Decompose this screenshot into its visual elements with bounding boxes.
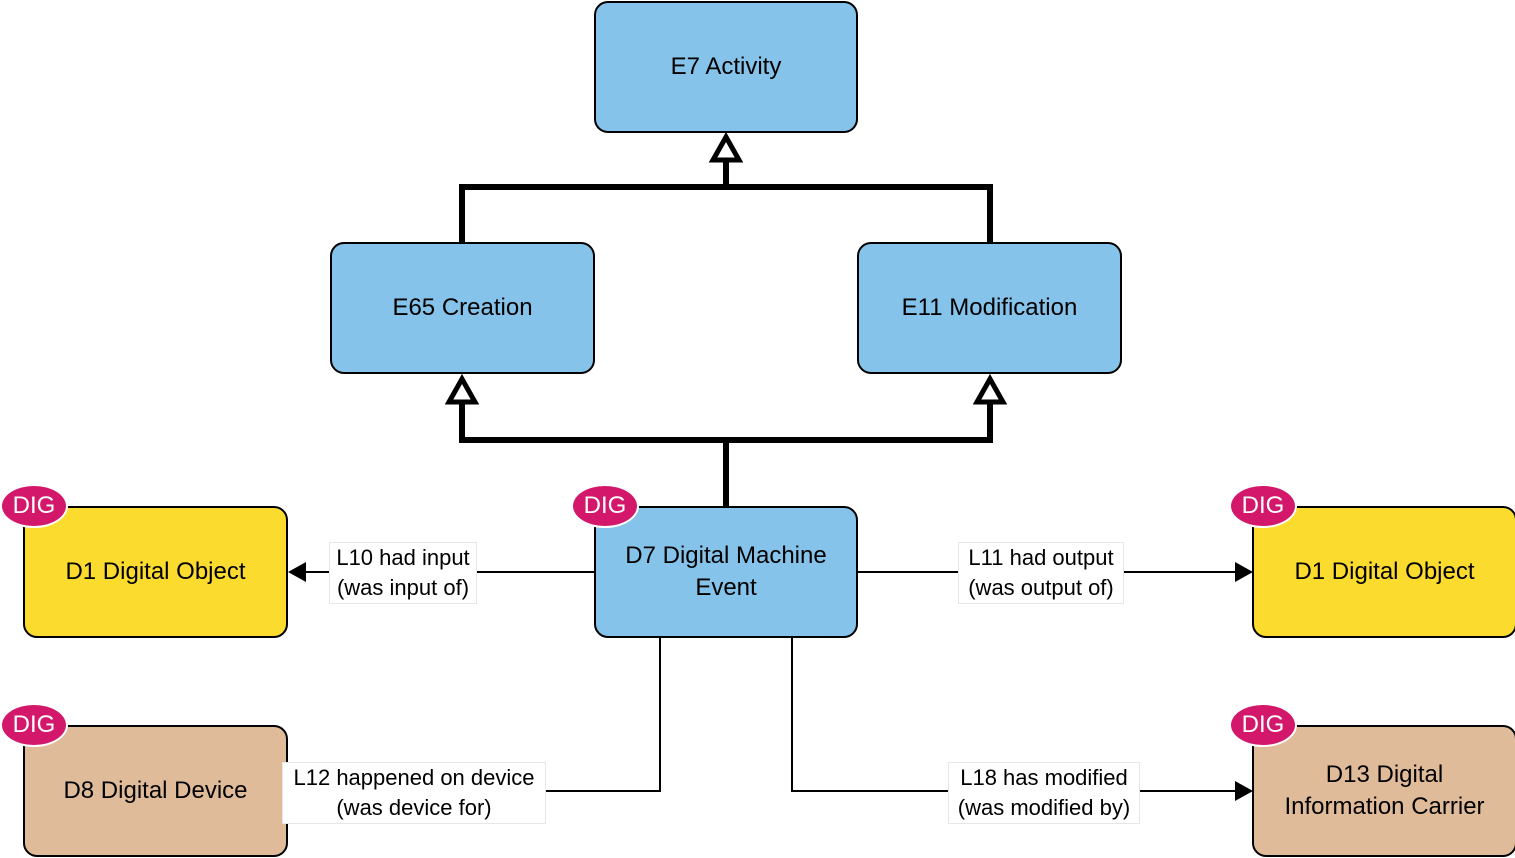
dig-badge-d1-right: DIG <box>1229 484 1297 528</box>
inheritance-arrowhead-e65 <box>444 373 480 405</box>
edge-arrowhead-l18 <box>1235 781 1253 801</box>
inheritance-arrowhead-e11 <box>972 373 1008 405</box>
node-label-line2: Event <box>695 574 757 601</box>
edge-label-l18: L18 has modified (was modified by) <box>948 762 1140 824</box>
dig-badge-d7: DIG <box>571 484 639 528</box>
node-e11-modification[interactable]: E11 Modification <box>857 242 1122 374</box>
node-label-line1: D13 Digital <box>1325 761 1444 788</box>
edge-label-l11: L11 had output (was output of) <box>958 542 1124 604</box>
inheritance-from-d7 <box>459 402 993 506</box>
node-label: E11 Modification <box>901 294 1078 321</box>
edge-arrowhead-l11 <box>1235 562 1253 582</box>
node-label: D1 Digital Object <box>1294 558 1475 585</box>
edge-label-line2: (was device for) <box>336 795 492 820</box>
node-label: E7 Activity <box>670 53 782 80</box>
node-d1-digital-object-left[interactable]: D1 Digital Object <box>23 506 288 638</box>
edge-label-l12: L12 happened on device (was device for) <box>282 762 546 824</box>
node-label-line2: Information Carrier <box>1284 793 1485 820</box>
node-label: D8 Digital Device <box>63 777 248 804</box>
inheritance-arrowhead-e7 <box>708 131 744 163</box>
node-label: D1 Digital Object <box>65 558 246 585</box>
node-e7-activity[interactable]: E7 Activity <box>594 1 858 133</box>
dig-badge-d1-left: DIG <box>0 484 68 528</box>
edge-arrowhead-l10 <box>288 562 306 582</box>
dig-badge-d8: DIG <box>0 703 68 747</box>
edge-label-line1: L10 had input <box>336 545 470 570</box>
node-d13-digital-information-carrier[interactable]: D13 Digital Information Carrier <box>1252 725 1515 857</box>
node-e65-creation[interactable]: E65 Creation <box>330 242 595 374</box>
node-d8-digital-device[interactable]: D8 Digital Device <box>23 725 288 857</box>
dig-badge-d13: DIG <box>1229 703 1297 747</box>
node-label: E65 Creation <box>392 294 533 321</box>
inheritance-to-e7 <box>459 160 993 242</box>
edge-label-line2: (was input of) <box>336 575 470 600</box>
edge-label-line2: (was output of) <box>968 575 1114 600</box>
edge-label-line1: L18 has modified <box>960 765 1128 790</box>
node-d1-digital-object-right[interactable]: D1 Digital Object <box>1252 506 1515 638</box>
edge-label-l10: L10 had input (was input of) <box>329 542 477 604</box>
edge-label-line1: L12 happened on device <box>293 765 535 790</box>
node-d7-digital-machine-event[interactable]: D7 Digital Machine Event <box>594 506 858 638</box>
edge-label-line2: (was modified by) <box>957 795 1131 820</box>
edge-label-line1: L11 had output <box>968 545 1114 570</box>
node-label-line1: D7 Digital Machine <box>625 542 827 569</box>
